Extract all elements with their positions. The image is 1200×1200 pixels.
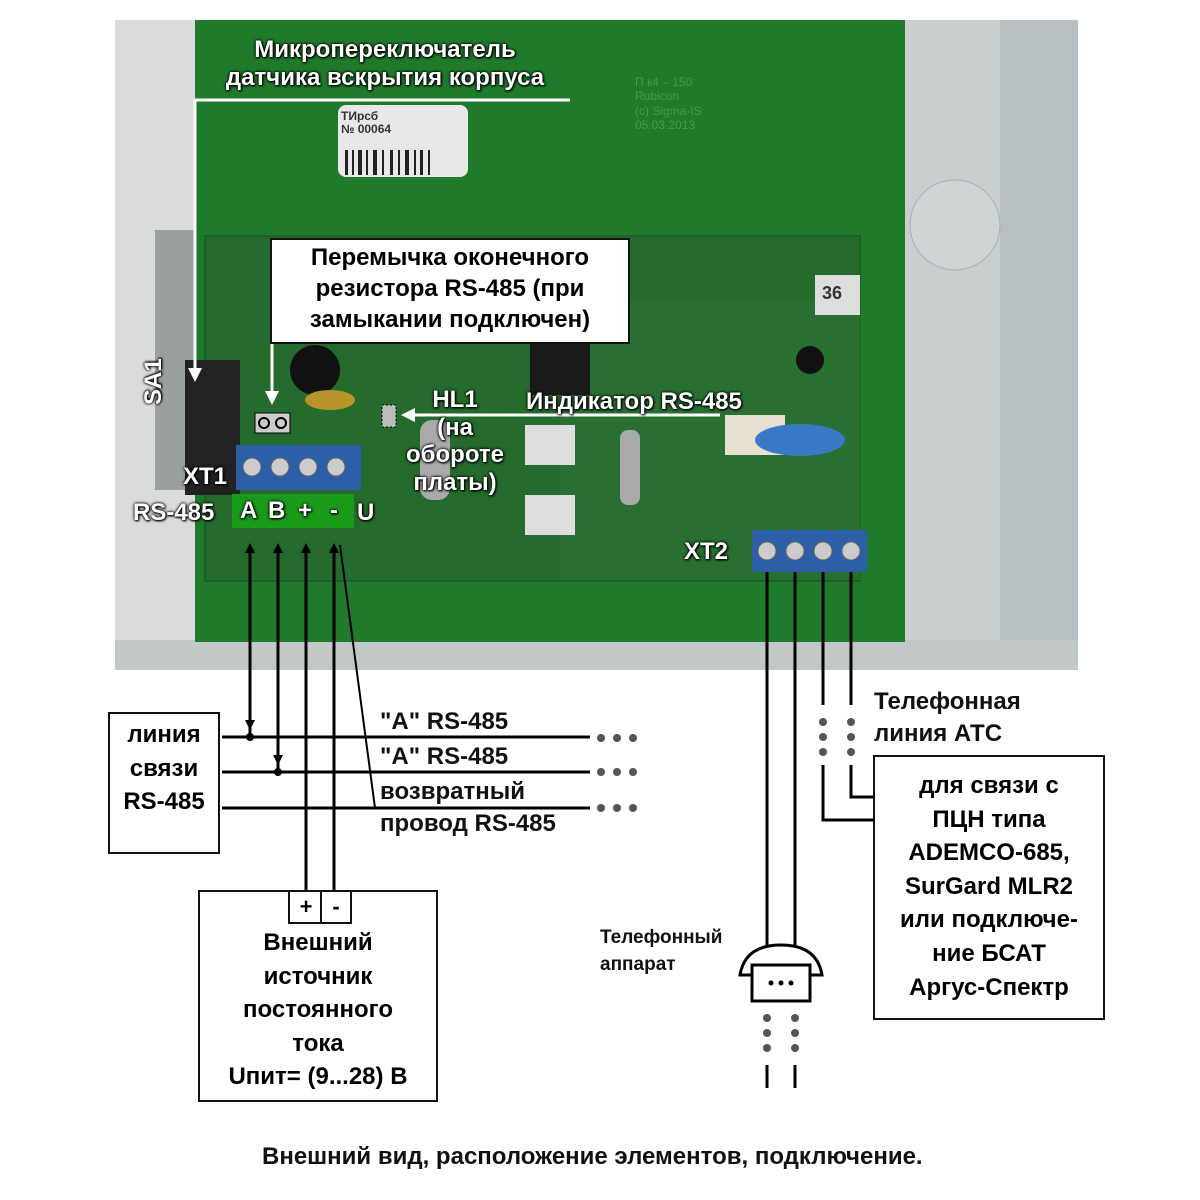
- telephone-icon: [738, 943, 824, 1003]
- jumper-label-line3: замыкании подключен): [309, 306, 591, 334]
- board-marking: 36: [822, 283, 843, 303]
- pcn-line3: ADEMCO-685,: [908, 839, 1070, 867]
- pin-b-label: B: [268, 497, 286, 524]
- power-line2: источник: [263, 962, 373, 990]
- xt1-pin-label-bg: [232, 494, 354, 528]
- power-minus-terminal: -: [320, 890, 352, 924]
- power-line5: Uпит= (9...28) В: [228, 1063, 408, 1091]
- hl1-led: [381, 404, 397, 428]
- hl1-label: HL1 (на обороте платы): [400, 386, 510, 496]
- pcn-box: для связи с ПЦН типа ADEMCO-685, SurGard…: [873, 755, 1105, 1020]
- telephone-label-1: Телефонный: [600, 927, 723, 948]
- hl1-note-line3: платы): [413, 468, 497, 496]
- power-supply-box: Внешний источник постоянного тока Uпит= …: [198, 890, 438, 1102]
- phone-line-label-1: Телефонная: [874, 688, 1021, 715]
- pcn-line5: или подключе-: [900, 906, 1078, 934]
- wire-a2-label: "A" RS-485: [380, 743, 509, 770]
- sticker-line1: ТИрсб: [341, 109, 379, 123]
- rs485-box-line2: связи: [129, 754, 199, 782]
- wire-return-label-line1: возвратный: [380, 778, 525, 805]
- silk-line1: П к4 – 150: [635, 75, 693, 89]
- termination-jumper: [254, 412, 291, 434]
- power-line4: тока: [292, 1029, 344, 1057]
- figure-caption: Внешний вид, расположение элементов, под…: [262, 1143, 923, 1170]
- continuation-dots: [597, 734, 637, 812]
- sticker-line2: № 00064: [341, 122, 392, 137]
- hl1-note-line1: (на: [437, 413, 473, 441]
- power-plus-terminal: +: [288, 890, 324, 924]
- microswitch-label: Микропереключатель датчика вскрытия корп…: [190, 36, 580, 91]
- pin-plus-label: +: [298, 497, 313, 524]
- pcn-line4: SurGard MLR2: [904, 872, 1074, 900]
- xt1-label: XT1: [183, 463, 228, 490]
- pcn-line2: ПЦН типа: [932, 805, 1046, 833]
- rs485-box-line3: RS-485: [123, 788, 205, 816]
- jumper-label-line1: Перемычка оконечного: [310, 244, 590, 271]
- pcn-line1: для связи с: [919, 772, 1059, 799]
- microswitch-label-line1: Микропереключатель: [254, 36, 516, 63]
- phone-line-label-2: линия АТС: [874, 720, 1003, 748]
- microswitch-label-line2: датчика вскрытия корпуса: [225, 63, 545, 91]
- phone-line-label: Телефонная линия АТС: [874, 686, 1021, 751]
- chip: [530, 340, 590, 395]
- xt2-label: XT2: [684, 538, 729, 565]
- wire-return-label-line2: провод RS-485: [380, 810, 556, 837]
- pin-a-label: A: [240, 497, 258, 524]
- pcn-line6: ние БСАТ: [932, 939, 1046, 967]
- board-silkscreen: П к4 – 150 Rubicon (c) Sigma-IS 05.03.20…: [635, 75, 702, 133]
- wire-a1-label: "A" RS-485: [380, 708, 509, 735]
- hl1-note-line2: обороте: [406, 441, 504, 469]
- power-line3: постоянного: [243, 996, 393, 1024]
- indicator-label: Индикатор RS-485: [526, 388, 742, 415]
- barcode-sticker: [338, 105, 468, 177]
- pin-minus-label: -: [330, 497, 338, 524]
- hl1-label-title: HL1: [432, 386, 478, 413]
- silk-line3: (c) Sigma-IS: [635, 103, 702, 118]
- telephone-label-2: аппарат: [600, 953, 676, 975]
- rs485-line-box: линия связи RS-485: [108, 712, 220, 854]
- barcode-sticker-text: ТИрсб № 00064: [341, 109, 392, 137]
- telephone-label: Телефонный аппарат: [600, 925, 722, 978]
- power-line1: Внешний: [263, 929, 373, 956]
- silk-line4: 05.03.2013: [635, 118, 696, 133]
- xt1-rs485-label: RS-485: [133, 499, 215, 526]
- jumper-label-box: Перемычка оконечного резистора RS-485 (п…: [270, 238, 630, 344]
- capacitor: [290, 345, 340, 395]
- jumper-label-line2: резистора RS-485 (при: [315, 275, 585, 303]
- pcn-line7: Аргус-Спектр: [909, 973, 1069, 1001]
- sa1-label: SA1: [140, 358, 167, 405]
- rs485-box-line1: линия: [127, 721, 201, 748]
- silk-line2: Rubicon: [635, 89, 680, 104]
- pin-u-label: U: [357, 499, 375, 526]
